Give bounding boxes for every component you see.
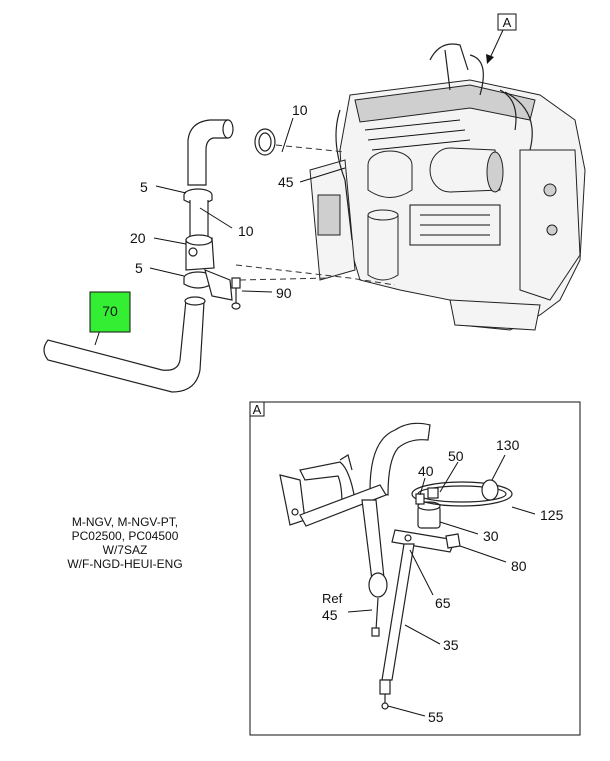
- detail-a-illustration: [279, 422, 513, 710]
- applicability-line-2: PC02500, PC04500: [71, 529, 179, 543]
- callout-55: 55: [428, 709, 444, 725]
- view-a-reference-label: A: [503, 15, 512, 30]
- callout-70[interactable]: 70: [102, 303, 118, 319]
- view-a-reference: A: [486, 13, 517, 64]
- callout-10-mid: 10: [238, 223, 254, 239]
- callout-5-mid: 5: [135, 260, 143, 276]
- applicability-note: M-NGV, M-NGV-PT, PC02500, PC04500 W/7SAZ…: [40, 515, 210, 571]
- callout-70-box[interactable]: [89, 291, 131, 333]
- callout-10-top: 10: [292, 102, 308, 118]
- detail-a-tag: A: [253, 402, 262, 417]
- callout-30: 30: [483, 528, 499, 544]
- callout-65: 65: [435, 595, 451, 611]
- callout-125: 125: [540, 507, 564, 523]
- callout-5-top: 5: [140, 179, 148, 195]
- detail-a-frame: A: [249, 401, 581, 736]
- callout-80: 80: [511, 558, 527, 574]
- callout-ref-label: Ref: [322, 591, 343, 606]
- callout-45-ref: 45: [322, 607, 338, 623]
- callout-90: 90: [276, 285, 292, 301]
- main-view-callout-lines: [94, 117, 346, 346]
- hose-assembly: [43, 119, 276, 393]
- callout-70-highlight[interactable]: 70: [89, 291, 131, 333]
- callout-130: 130: [496, 437, 520, 453]
- callout-20: 20: [130, 230, 146, 246]
- engine-illustration: [309, 43, 586, 331]
- applicability-line-1: M-NGV, M-NGV-PT,: [71, 515, 179, 529]
- callout-45-top: 45: [278, 174, 294, 190]
- callout-40: 40: [418, 463, 434, 479]
- detail-a-callout-lines: [347, 454, 536, 717]
- callout-50: 50: [448, 448, 464, 464]
- callout-35: 35: [443, 637, 459, 653]
- applicability-line-4: W/F-NGD-HEUI-ENG: [67, 557, 183, 571]
- applicability-line-3: W/7SAZ: [102, 543, 148, 557]
- main-view-leaders: [235, 144, 396, 286]
